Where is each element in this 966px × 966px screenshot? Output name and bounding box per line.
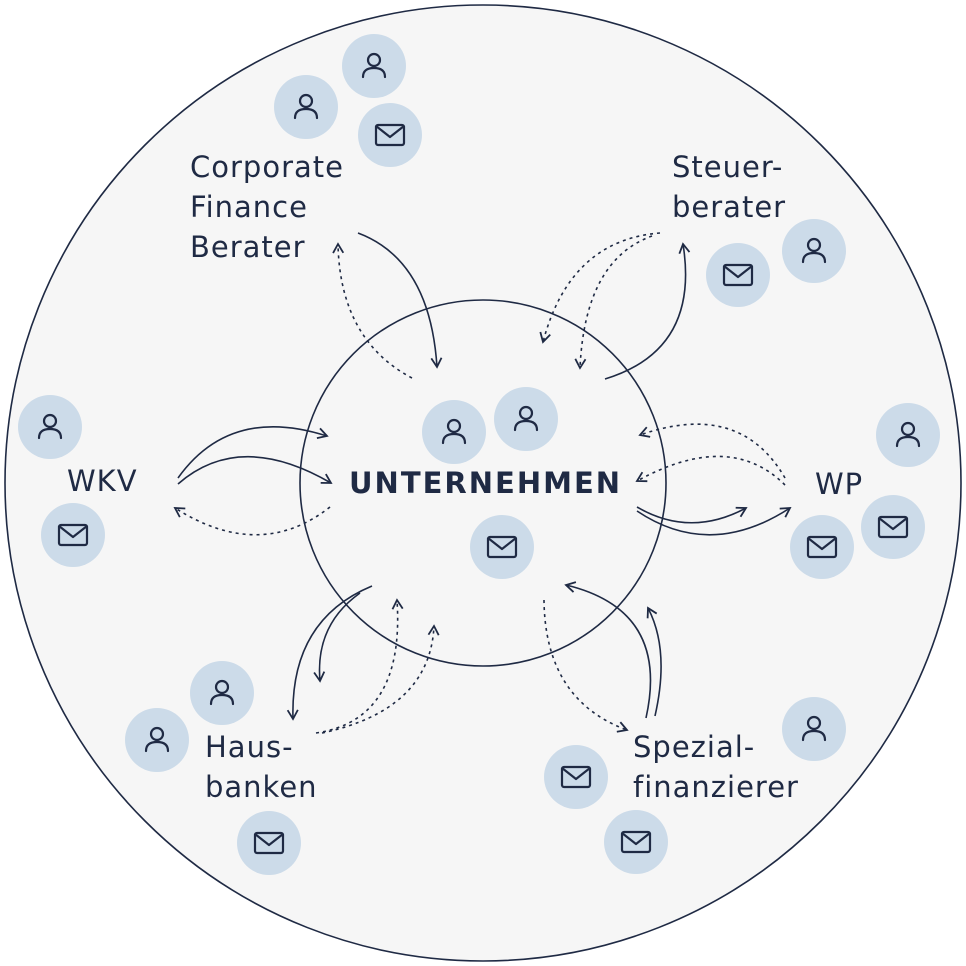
node-label-wkv: WKV [67, 464, 138, 498]
node-label-steuerberater: Steuer- berater [672, 150, 787, 224]
arrows-wkv [173, 425, 333, 536]
wp-contacts [790, 403, 940, 579]
arrows-wp [635, 423, 792, 536]
center-label: UNTERNEHMEN [349, 466, 623, 500]
center-contacts [422, 387, 558, 579]
node-label-wp: WP [815, 467, 864, 501]
arrows-steuerberater [539, 232, 691, 380]
inner-circle [299, 299, 667, 667]
spezialfinanzierer-contacts [544, 697, 846, 874]
arrows-hausbanken [286, 585, 440, 734]
node-label-hausbanken: Haus- banken [205, 730, 318, 804]
node-label-spezialfinanzierer: Spezial- finanzierer [633, 730, 799, 804]
node-label-corporate-finance: Corporate Finance Berater [190, 150, 344, 264]
corporate-finance-contacts [274, 34, 422, 167]
steuerberater-contacts [706, 219, 846, 307]
arrows-corporate-finance [332, 232, 443, 379]
hausbanken-contacts [125, 661, 301, 875]
wkv-contacts [18, 395, 105, 567]
arrows-spezialfinanzierer [543, 581, 662, 733]
